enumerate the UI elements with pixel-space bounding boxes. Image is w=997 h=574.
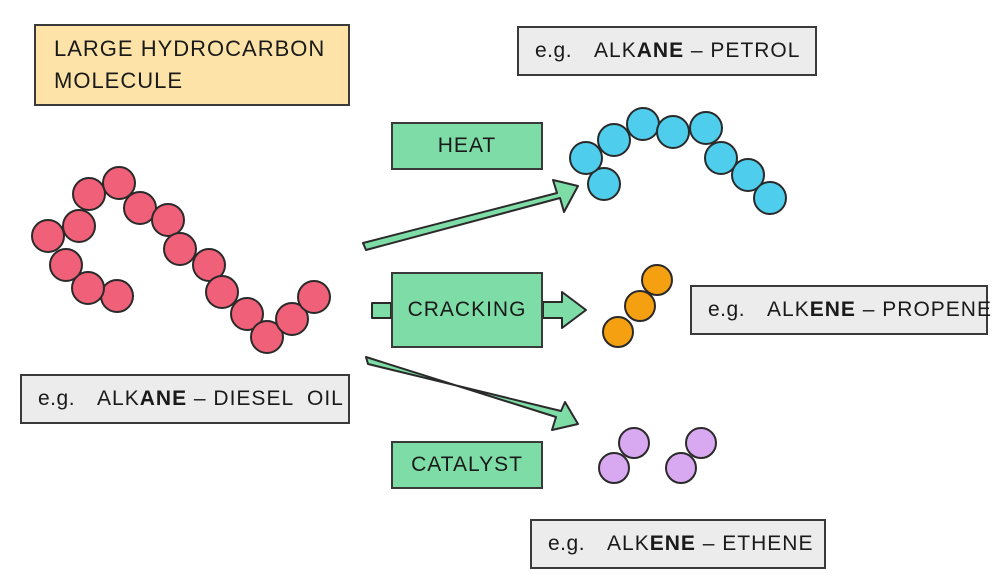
eg-text: e.g. xyxy=(535,39,573,62)
product-name: – PETROL xyxy=(684,39,801,62)
product-name: – DIESEL OIL xyxy=(187,387,344,410)
atom xyxy=(704,141,738,175)
eg-text: e.g. xyxy=(548,532,586,555)
arrow-to-propene-head xyxy=(542,291,587,329)
atom xyxy=(275,302,309,336)
atom xyxy=(685,427,717,459)
ethene-molecules xyxy=(598,427,717,484)
propene-molecule xyxy=(602,264,673,348)
atom xyxy=(250,320,284,354)
alk-text: ALK xyxy=(97,387,140,410)
suffix-bold: ENE xyxy=(649,532,696,555)
arrow-to-propene xyxy=(371,302,392,319)
eg-text: e.g. xyxy=(38,387,76,410)
atom xyxy=(205,275,239,309)
heat-condition: HEAT xyxy=(391,122,543,170)
atom xyxy=(102,166,136,200)
alk-text: ALK xyxy=(767,298,810,321)
atom xyxy=(100,279,134,313)
atom xyxy=(31,219,65,253)
atom xyxy=(753,181,787,215)
suffix-bold: ENE xyxy=(809,298,856,321)
atom xyxy=(598,452,630,484)
alk-text: ALK xyxy=(594,39,637,62)
atom xyxy=(624,290,656,322)
alk-text: ALK xyxy=(607,532,650,555)
title-box: LARGE HYDROCARBON MOLECULE xyxy=(34,24,350,106)
atom xyxy=(597,123,631,157)
heat-label: HEAT xyxy=(437,134,497,157)
suffix-bold: ANE xyxy=(139,387,188,410)
suffix-bold: ANE xyxy=(636,39,685,62)
atom xyxy=(192,248,226,282)
product-name: – ETHENE xyxy=(695,532,814,555)
atom xyxy=(71,271,105,305)
catalyst-condition: CATALYST xyxy=(391,441,543,489)
atom xyxy=(297,280,331,314)
atom xyxy=(72,177,106,211)
atom xyxy=(163,232,197,266)
atom xyxy=(62,209,96,243)
atom xyxy=(665,452,697,484)
catalyst-label: CATALYST xyxy=(411,453,523,476)
atom xyxy=(151,203,185,237)
cracking-label: CRACKING xyxy=(407,298,527,321)
title-line-1: LARGE HYDROCARBON xyxy=(54,36,326,61)
atom xyxy=(626,107,660,141)
atom xyxy=(618,427,650,459)
product-name: – PROPENE xyxy=(855,298,992,321)
atom xyxy=(587,167,621,201)
atom xyxy=(49,248,83,282)
atom xyxy=(689,111,723,145)
atom xyxy=(656,115,690,149)
arrows xyxy=(362,179,587,431)
title-line-2: MOLECULE xyxy=(54,68,184,93)
diesel-molecule xyxy=(31,166,331,354)
cracking-condition: CRACKING xyxy=(391,272,543,348)
atom xyxy=(731,158,765,192)
arrow-to-ethene xyxy=(365,356,579,431)
atom xyxy=(569,141,603,175)
eg-text: e.g. xyxy=(708,298,746,321)
atom xyxy=(230,297,264,331)
atom xyxy=(641,264,673,296)
arrow-to-petrol xyxy=(362,179,579,251)
petrol-molecule xyxy=(569,107,787,215)
atom xyxy=(602,316,634,348)
